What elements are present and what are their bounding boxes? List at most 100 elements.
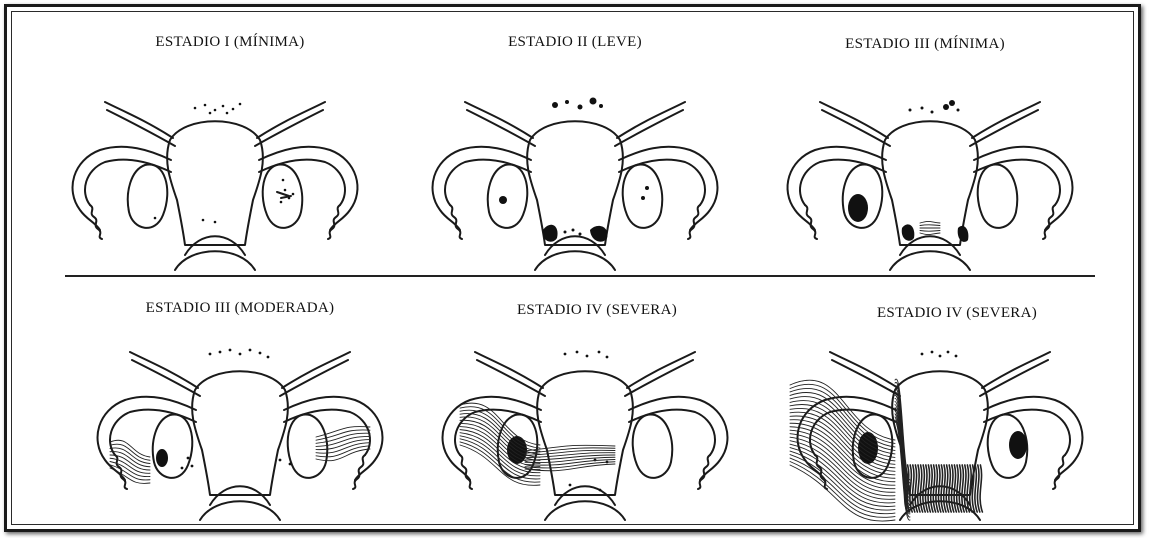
endometrioma (848, 194, 868, 222)
endometrioma (156, 449, 168, 467)
endometriosis-implant (292, 193, 295, 196)
adhesion-fiber (316, 446, 370, 457)
left-ligament-lower (832, 360, 900, 396)
right-ligament-upper (982, 352, 1050, 388)
endometriosis-implant (239, 103, 242, 106)
dense-adhesion-fiber (936, 465, 938, 512)
dense-adhesion-fiber (977, 465, 979, 512)
endometriosis-implant (921, 107, 924, 110)
endometriosis-implant (921, 353, 924, 356)
endometriosis-implant (939, 355, 942, 358)
right-ovary (978, 164, 1018, 227)
endometriosis-implant (598, 351, 601, 354)
obliterated-cul-de-sac (905, 465, 983, 512)
panel-title-4: ESTADIO III (MODERADA) (60, 300, 420, 317)
endometriosis-implant (564, 353, 567, 356)
endometrioma (1009, 431, 1027, 459)
dense-adhesion-fiber (931, 465, 933, 512)
uterus-outline (798, 352, 1083, 520)
endometriosis-implant (909, 109, 912, 112)
uterus-outline (443, 352, 728, 520)
right-ligament-upper (972, 102, 1040, 138)
left-ligament-upper (130, 352, 198, 388)
endometriosis-implant (931, 111, 934, 114)
endometriosis-implant (202, 219, 205, 222)
right-ligament-upper (257, 102, 325, 138)
endometriosis-implant (191, 465, 194, 468)
adhesion-fiber (460, 420, 540, 460)
left-ovary (128, 164, 168, 227)
endometriosis-implant (187, 457, 190, 460)
right-ligament-upper (617, 102, 685, 138)
small-lesion-mark (277, 192, 291, 198)
vaginal-vault (535, 251, 615, 270)
cul-de-sac-lesion (590, 226, 607, 242)
endometriosis-implant (214, 109, 217, 112)
uterus-illustration-stage-3-moderate (80, 330, 400, 520)
uterus-illustration-stage-3-minimal (770, 80, 1090, 270)
uterus-illustration-stage-2-mild (415, 80, 735, 270)
right-ligament-upper (627, 352, 695, 388)
dense-adhesion-fiber (980, 465, 982, 512)
endometriosis-implant (955, 355, 958, 358)
dense-adhesion-fiber (941, 465, 943, 512)
dense-adhesion-fiber (910, 465, 912, 512)
endometriosis-implant (154, 217, 157, 220)
dense-adhesion-fiber (946, 465, 948, 512)
left-ligament-upper (105, 102, 173, 138)
endometriosis-implant (552, 102, 558, 108)
dense-adhesion-fiber (933, 465, 935, 512)
vaginal-vault (890, 251, 970, 270)
left-ligament-lower (467, 110, 535, 146)
endometriosis-implant (209, 112, 212, 115)
adhesion-fiber (920, 231, 940, 232)
left-ligament-lower (477, 360, 545, 396)
right-ligament-lower (255, 110, 323, 146)
left-ligament-upper (820, 102, 888, 138)
cul-de-sac-adhesion (920, 221, 940, 234)
endometriosis-implant (249, 349, 252, 352)
endometriosis-implant (194, 107, 197, 110)
uterus-outline (73, 102, 358, 270)
endometriosis-implant (606, 356, 609, 359)
dense-adhesion-fiber (923, 465, 925, 512)
vaginal-vault (200, 501, 280, 520)
uterus-outline (98, 352, 383, 520)
left-ligament-lower (822, 110, 890, 146)
adhesion-fiber (110, 468, 150, 483)
panel-title-3: ESTADIO III (MÍNIMA) (745, 36, 1105, 53)
left-ligament-lower (132, 360, 200, 396)
right-ligament-lower (280, 360, 348, 396)
left-ovary (153, 414, 193, 477)
endometriosis-implant (280, 201, 283, 204)
dense-adhesion-fiber (938, 465, 940, 512)
endometriosis-implant (572, 229, 575, 232)
endometriosis-implant (576, 351, 579, 354)
endometriosis-implant (284, 189, 287, 192)
uterus-illustration-stage-4-severe-extensive (780, 330, 1100, 520)
endometriosis-implant (957, 109, 960, 112)
endometriosis-implant (209, 353, 212, 356)
endometriosis-implant (931, 351, 934, 354)
uterus-outline (433, 102, 718, 270)
cul-de-sac-lesion (958, 226, 969, 242)
endometriosis-implant (267, 356, 270, 359)
adhesion-fiber (790, 423, 895, 478)
endometriosis-implant (232, 108, 235, 111)
right-ligament-lower (615, 110, 683, 146)
endometriosis-implant (590, 98, 597, 105)
endometriosis-implant (239, 353, 242, 356)
endometriosis-implant (259, 352, 262, 355)
left-ligament-upper (830, 352, 898, 388)
uterus-body (167, 121, 263, 245)
endometriosis-implant (282, 179, 285, 182)
endometriosis-implant (499, 196, 507, 204)
endometriosis-implant (214, 221, 217, 224)
adhesion-fiber (920, 225, 940, 226)
dense-adhesion-fiber (972, 465, 974, 512)
endometriosis-implant (578, 105, 583, 110)
endometriosis-implant (564, 231, 567, 234)
right-ovary (633, 414, 673, 477)
adhesion-fiber (790, 416, 895, 471)
adhesion-fiber (316, 443, 370, 453)
